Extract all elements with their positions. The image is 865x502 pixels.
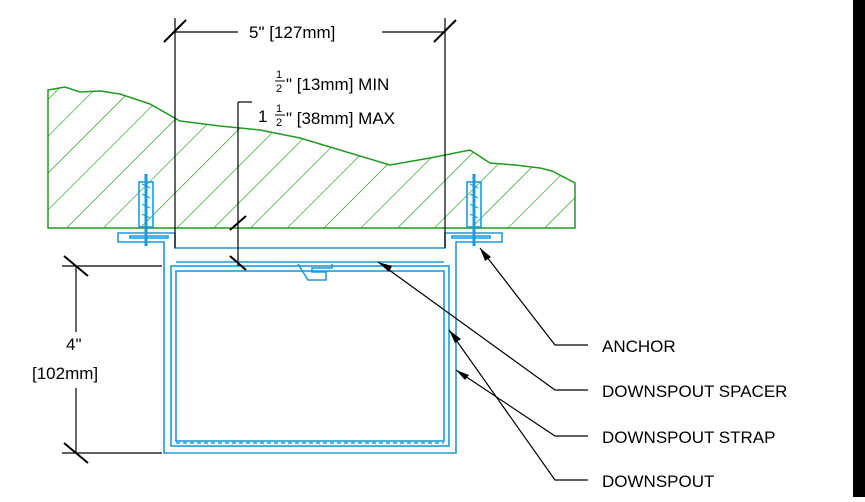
downspout-spacer bbox=[176, 261, 444, 281]
gap-max-frac-num: 1 bbox=[276, 103, 282, 115]
leader-arrowheads bbox=[378, 248, 491, 380]
dimension-text: 5" [127mm] 1 2 " [13mm] MIN 1 1 2 " [38m… bbox=[32, 23, 395, 383]
gap-max-whole: 1 bbox=[258, 107, 267, 126]
anchor-left bbox=[138, 174, 154, 246]
leader-lines bbox=[377, 247, 588, 481]
callout-downspout-spacer: DOWNSPOUT SPACER bbox=[602, 382, 787, 401]
callout-downspout: DOWNSPOUT bbox=[602, 472, 714, 491]
gap-min-frac-den: 2 bbox=[276, 83, 282, 95]
window-edge bbox=[853, 0, 865, 497]
callout-labels: ANCHOR DOWNSPOUT SPACER DOWNSPOUT STRAP … bbox=[602, 337, 787, 491]
gap-max-label: " [38mm] MAX bbox=[286, 109, 395, 128]
anchor-right bbox=[466, 174, 482, 246]
dimension-lines bbox=[62, 18, 457, 464]
gap-min-label: " [13mm] MIN bbox=[286, 75, 389, 94]
callout-anchor: ANCHOR bbox=[602, 337, 676, 356]
gap-max-frac-den: 2 bbox=[276, 117, 282, 129]
wall-section bbox=[47, 86, 576, 229]
height-dimension-in: 4" bbox=[66, 335, 82, 354]
gap-min-frac-num: 1 bbox=[276, 69, 282, 81]
downspout-body bbox=[170, 265, 450, 447]
callout-downspout-strap: DOWNSPOUT STRAP bbox=[602, 428, 775, 447]
width-dimension-label: 5" [127mm] bbox=[249, 23, 335, 42]
height-dimension-mm: [102mm] bbox=[32, 364, 98, 383]
